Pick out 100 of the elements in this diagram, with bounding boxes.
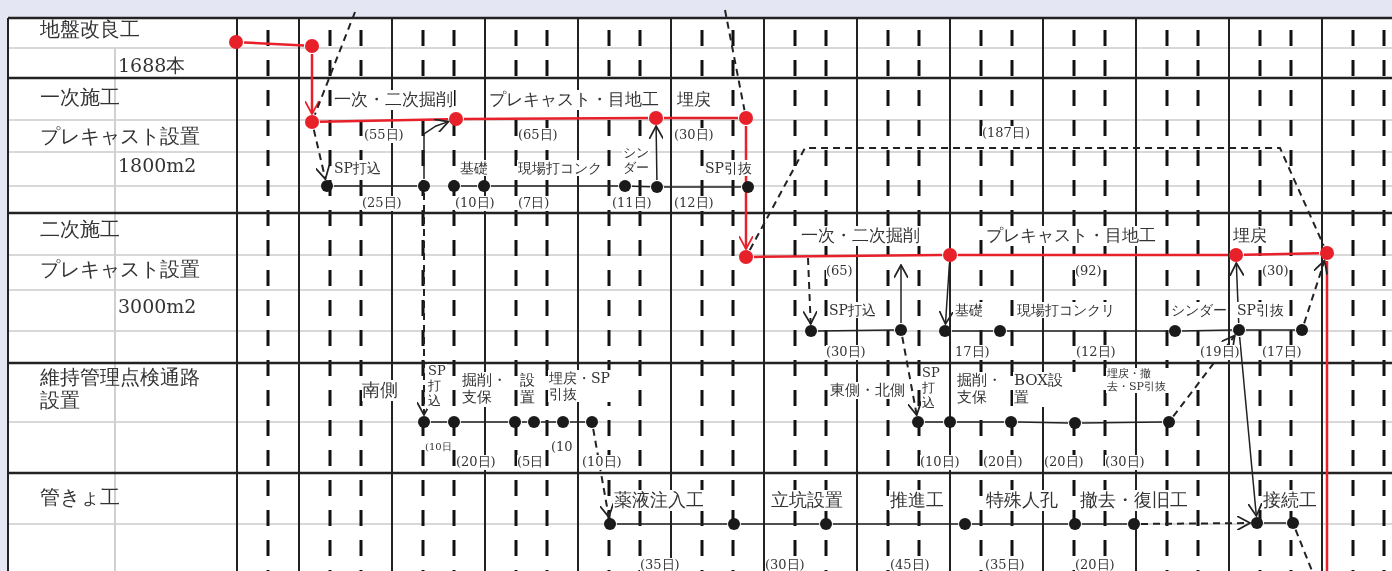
arrow xyxy=(592,427,615,519)
duration-label: (92) xyxy=(1075,264,1102,279)
arrow xyxy=(738,126,754,250)
duration-label: (12日) xyxy=(674,196,714,211)
duration-label: (10日) xyxy=(455,196,495,211)
connector-line xyxy=(1243,251,1320,257)
row-header: 一次施工 xyxy=(40,86,120,109)
duration-label: (7日) xyxy=(518,196,550,211)
activity-label: 特殊人孔 xyxy=(985,490,1059,511)
connector-line xyxy=(724,9,746,112)
connector-line xyxy=(319,117,449,124)
duration-label: (20日) xyxy=(456,455,496,470)
arrow xyxy=(1238,336,1263,517)
connector-line xyxy=(664,116,738,120)
activity-label: SP引抜 xyxy=(704,160,753,177)
arrow xyxy=(423,118,450,180)
duration-label: (187日) xyxy=(982,126,1030,141)
connector-line xyxy=(832,523,959,525)
duration-label: (55日) xyxy=(364,128,404,143)
connector-line xyxy=(1245,329,1296,331)
activity-label: SP打込 xyxy=(921,366,941,411)
duration-label: (19日) xyxy=(1200,345,1240,360)
connector-line xyxy=(460,421,509,423)
activity-label: 基礎 xyxy=(954,302,984,319)
activity-label: SP打込 xyxy=(427,364,447,409)
duration-label: (10 xyxy=(551,440,573,455)
arrow xyxy=(312,128,331,181)
connector-line xyxy=(521,421,528,423)
connector-line xyxy=(1181,329,1233,332)
activity-label: 接続工 xyxy=(1262,490,1318,511)
connector-line xyxy=(1081,523,1128,525)
connector-line xyxy=(817,329,895,332)
connector-line xyxy=(616,523,728,525)
arrow xyxy=(938,262,955,325)
connector-line xyxy=(333,185,418,187)
activity-label: 一次・二次掘削 xyxy=(800,226,921,246)
duration-label: 17日) xyxy=(955,345,990,360)
activity-label: プレキャスト・目地工 xyxy=(488,90,660,110)
activity-label: 推進工 xyxy=(889,490,945,511)
duration-label: (45日) xyxy=(890,558,930,571)
duration-label: (35日) xyxy=(640,558,680,571)
connector-line xyxy=(569,421,586,423)
connector-line xyxy=(951,330,994,332)
connector-line xyxy=(740,523,820,525)
connector-line xyxy=(1006,330,1169,332)
connector-line xyxy=(460,185,478,187)
activity-label: シンダー xyxy=(1170,302,1228,319)
row-header: 維持管理点検通路設置 xyxy=(40,366,201,412)
connector-line xyxy=(313,11,356,116)
duration-label: (30日) xyxy=(674,128,714,143)
arrow xyxy=(304,54,320,115)
duration-label: (30日) xyxy=(1105,455,1145,470)
duration-label: (20日) xyxy=(1075,558,1115,571)
activity-label: 基礎 xyxy=(459,160,489,177)
connector-line xyxy=(663,186,742,188)
arrow xyxy=(648,125,665,181)
arrow xyxy=(1140,515,1251,532)
duration-label: (17日) xyxy=(1262,345,1302,360)
row-header: プレキャスト設置 xyxy=(40,125,200,148)
row-header: プレキャスト設置 xyxy=(40,258,200,281)
activity-label: シンダー xyxy=(622,146,650,176)
connector-line xyxy=(958,253,1228,257)
row-header: 1800m2 xyxy=(118,155,197,177)
duration-label: (10日) xyxy=(920,455,960,470)
duration-label: (65) xyxy=(826,264,853,279)
connector-line xyxy=(1263,522,1287,524)
connector-line xyxy=(1081,421,1163,424)
side-label: 南側 xyxy=(362,380,398,401)
activity-label: SP打込 xyxy=(333,160,382,177)
activity-label: 埋戻 xyxy=(1232,226,1268,246)
connector-line xyxy=(754,253,942,259)
activity-label: BOX設置 xyxy=(1013,372,1077,407)
row-header: 3000m2 xyxy=(118,296,197,318)
duration-label: (30日) xyxy=(826,345,866,360)
connector-line xyxy=(243,41,305,47)
activity-label: 撤去・復旧工 xyxy=(1079,490,1189,511)
connector-line xyxy=(1294,528,1313,571)
duration-label: (20日) xyxy=(1044,455,1084,470)
duration-label: (11日) xyxy=(612,196,652,211)
connector-line xyxy=(1017,421,1069,424)
arrow xyxy=(893,264,909,324)
duration-label: (12日) xyxy=(1076,345,1116,360)
connector-line xyxy=(430,421,448,423)
duration-label: (10日) xyxy=(582,455,622,470)
connector-line xyxy=(748,147,1325,251)
duration-label: (10日 xyxy=(425,441,452,453)
connector-line xyxy=(490,185,619,187)
row-header: 管きょ工 xyxy=(40,486,120,509)
arrow xyxy=(802,257,819,325)
arrow xyxy=(901,335,923,417)
activity-label: 現場打コンク xyxy=(517,160,603,177)
activity-label: 薬液注入工 xyxy=(613,490,705,511)
connector-line xyxy=(464,116,648,121)
connector-line xyxy=(1325,261,1329,571)
connector-line xyxy=(540,421,557,423)
duration-label: (5日 xyxy=(517,455,544,470)
duration-label: (20日) xyxy=(983,455,1023,470)
side-label: 東側・北側 xyxy=(830,382,905,400)
row-header: 地盤改良工 xyxy=(40,18,140,41)
connector-line xyxy=(924,421,944,423)
